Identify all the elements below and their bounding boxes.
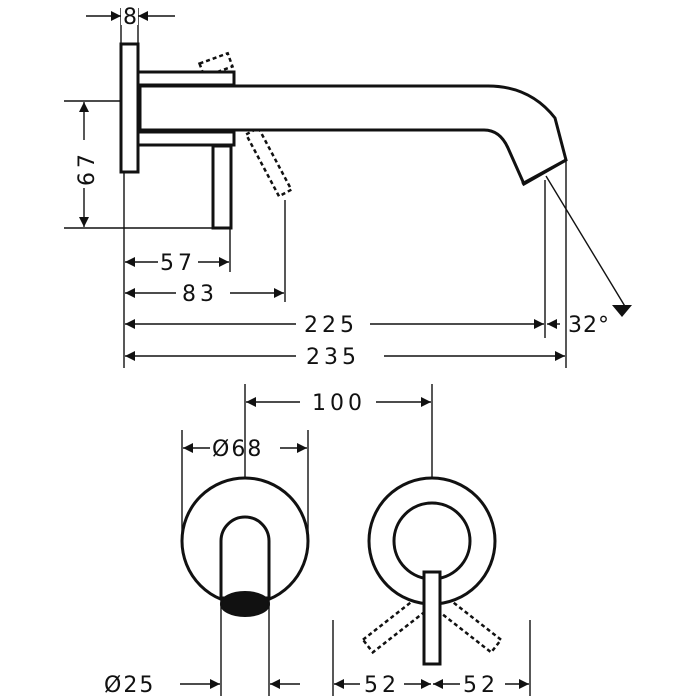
label-rosette-diameter: Ø68 [212,437,263,462]
mixer-lever [422,570,442,666]
label-lever-right: 52 [463,673,499,698]
lever-alternate-position-right [244,126,294,198]
dim-rosette-diameter: Ø68 [181,430,309,541]
spout-aerator [220,591,270,617]
dim-projection-total: 235 [125,345,565,370]
side-view: 8 67 57 83 [64,3,632,370]
dim-spout-diameter: Ø25 [104,598,300,698]
front-view: 100 Ø68 Ø25 52 52 [104,384,531,698]
label-projection-total: 235 [306,345,360,370]
wall-flange [119,42,140,174]
label-flange-thickness: 8 [123,5,137,30]
label-centre-distance: 100 [312,391,366,416]
mixer-cap [392,501,472,581]
spout-front [219,515,271,600]
spout-connector-top [136,70,236,87]
label-lever-offset-long: 83 [182,282,218,307]
mixer-rosette [361,476,503,666]
label-lever-offset-short: 57 [160,251,196,276]
dim-projection-inner: 225 [125,313,560,338]
dim-lever-offset-short: 57 [125,251,229,276]
spout-rosette [180,476,310,617]
label-spout-diameter: Ø25 [104,673,155,698]
label-projection-inner: 225 [304,313,358,338]
valve-connector [136,130,236,147]
dim-lever-sweep: 52 52 [332,620,531,698]
dim-spout-angle: 32° [568,305,632,338]
dim-centre-distance: 100 [244,384,433,478]
label-height: 67 [75,150,100,186]
lever-stem [211,144,233,230]
label-spout-angle: 32° [568,313,610,338]
dim-lever-offset-long: 83 [125,282,284,307]
spout-outlet [521,158,567,186]
label-lever-left: 52 [364,673,400,698]
dim-flange-thickness: 8 [86,3,175,44]
dim-height: 67 [64,100,221,229]
